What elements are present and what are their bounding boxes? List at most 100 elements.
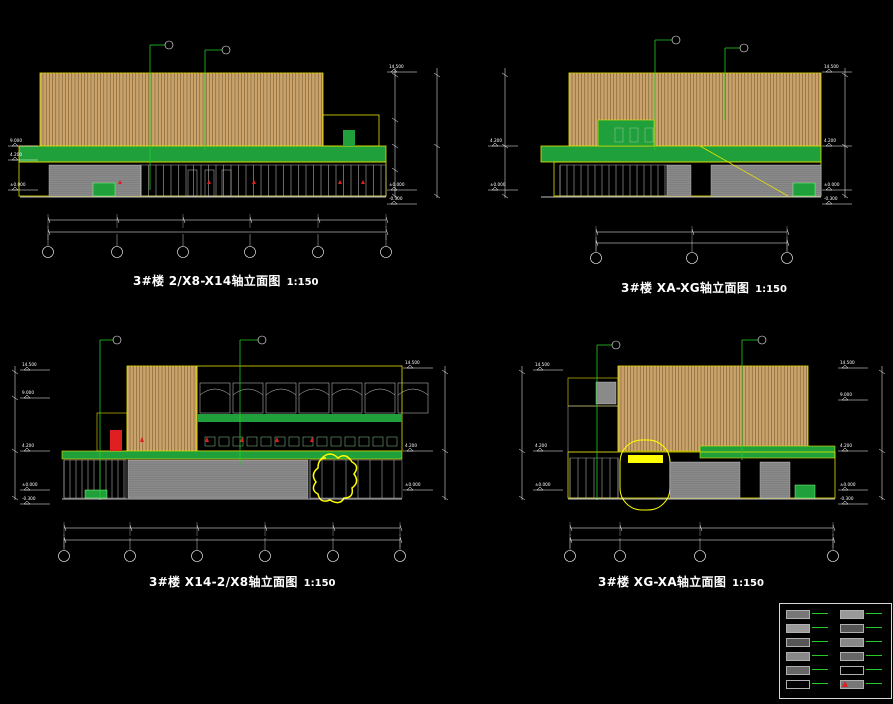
view4-glazing-right	[759, 461, 791, 499]
view2-window	[644, 127, 654, 143]
view3-elev-top-left: 14.500	[22, 362, 37, 367]
legend-swatch	[786, 652, 810, 661]
dimension-tick	[569, 524, 573, 532]
dimension-tick	[11, 369, 19, 375]
legend-label-line	[866, 613, 882, 614]
view3-window-bay	[331, 382, 363, 414]
dimension-tick	[619, 524, 623, 532]
fire-marker	[140, 437, 144, 442]
legend-label-line	[866, 669, 882, 670]
dimension-tick	[385, 228, 389, 236]
view4-side-frame	[567, 405, 619, 453]
view1-axis	[42, 246, 54, 258]
dimension-tick	[595, 239, 599, 247]
dimension-tick	[569, 536, 573, 544]
dimension-tick	[196, 524, 200, 532]
view3-axis	[191, 550, 203, 562]
dimension-tick	[878, 495, 886, 501]
elevation-marker	[406, 447, 414, 452]
dimension-tick	[391, 117, 399, 123]
legend-label-line	[866, 641, 882, 642]
legend-label-line	[812, 641, 828, 642]
view2-elev-mid: 4.200	[824, 138, 836, 143]
dimension-tick	[518, 448, 526, 454]
elevation-marker	[491, 186, 499, 191]
view3-elev-ground-left: ±0.000	[22, 482, 38, 487]
view4-green-panel	[794, 484, 816, 499]
view3-green-panel	[84, 489, 108, 499]
legend-swatch	[840, 624, 864, 633]
view1-green-panel	[92, 182, 116, 197]
view1-door	[204, 169, 215, 197]
view3-elev-mid: 4.200	[405, 443, 417, 448]
view1-axis	[177, 246, 189, 258]
view3-upper-band	[197, 414, 402, 422]
view3-window-bay	[298, 382, 330, 414]
dimension-tick	[786, 239, 790, 247]
view2-elev-ground: ±0.000	[824, 182, 840, 187]
dimension-tick	[786, 228, 790, 236]
legend-label-line	[812, 613, 828, 614]
view3-upper-window	[260, 436, 272, 447]
view2-elev-below: -0.300	[824, 196, 838, 201]
legend-label-line	[866, 655, 882, 656]
view3-upper-window	[330, 436, 342, 447]
view1-door	[187, 169, 198, 197]
view2-elev-mid-left: 4.200	[490, 138, 502, 143]
view3-upper-window	[274, 436, 286, 447]
fire-marker	[240, 437, 244, 442]
material-legend-box	[779, 603, 892, 699]
view3-upper-window	[316, 436, 328, 447]
fire-marker	[205, 437, 209, 442]
dimension-tick	[501, 143, 509, 149]
elevation-marker	[23, 500, 31, 505]
dimension-tick	[391, 143, 399, 149]
dimension-tick	[832, 524, 836, 532]
elevation-marker	[11, 156, 19, 161]
dimension-tick	[47, 228, 51, 236]
view1-canopy	[18, 145, 387, 163]
detail-index-circle	[671, 35, 681, 45]
legend-swatch	[786, 624, 810, 633]
view1-elev-upper: 9.000	[10, 138, 22, 143]
view3-upper-window	[288, 436, 300, 447]
legend-swatch	[786, 610, 810, 619]
view3-upper-window	[218, 436, 230, 447]
view4-upper-window	[595, 381, 617, 405]
view2-entrance-box	[597, 119, 655, 147]
legend-swatch	[786, 666, 810, 675]
view4-elev-below: -0.300	[840, 496, 854, 501]
dimension-tick	[264, 524, 268, 532]
view3-upper-window	[204, 436, 216, 447]
view1-elev-ground-right: ±0.000	[389, 182, 405, 187]
view1-axis	[312, 246, 324, 258]
view1-axis	[111, 246, 123, 258]
dimension-tick	[129, 524, 133, 532]
elevation-marker	[390, 200, 398, 205]
view4-axis	[694, 550, 706, 562]
detail-index-circle	[757, 335, 767, 345]
legend-fire-marker	[842, 681, 848, 687]
view4-elev-mid-left: 4.200	[535, 443, 547, 448]
view4-elev-upper: 9.000	[840, 392, 852, 397]
elevation-marker	[825, 186, 833, 191]
view3-upper-frame	[196, 365, 403, 452]
view3-elev-mid-left: 4.200	[22, 443, 34, 448]
view4-axis	[564, 550, 576, 562]
legend-label-line	[866, 627, 882, 628]
dimension-tick	[518, 495, 526, 501]
fire-marker	[275, 437, 279, 442]
dimension-tick	[182, 216, 186, 224]
view3-upper-window	[386, 436, 398, 447]
view2-elev-top: 14.500	[824, 64, 839, 69]
view3-elev-upper-left: 9.000	[22, 390, 34, 395]
view3-upper-window	[246, 436, 258, 447]
dimension-tick	[878, 369, 886, 375]
fire-marker	[310, 437, 314, 442]
view3-window-bay	[397, 382, 429, 414]
view1-storefront-mullions	[140, 164, 387, 197]
view4-door-header	[628, 455, 663, 463]
